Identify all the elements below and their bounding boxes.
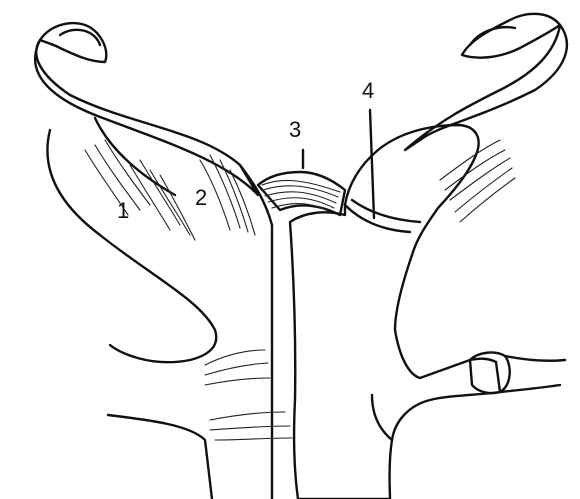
right-upper-arm (405, 14, 567, 150)
ligament-fibres-lower (205, 350, 292, 440)
sectioned-bone (290, 125, 500, 499)
label-2: 2 (195, 185, 207, 210)
label-3: 3 (289, 117, 301, 142)
pointer-4 (370, 110, 374, 218)
label-4: 4 (362, 78, 374, 103)
symphysis-disc (258, 172, 345, 215)
label-1: 1 (117, 198, 129, 223)
ligament-fibres-left (85, 140, 255, 240)
